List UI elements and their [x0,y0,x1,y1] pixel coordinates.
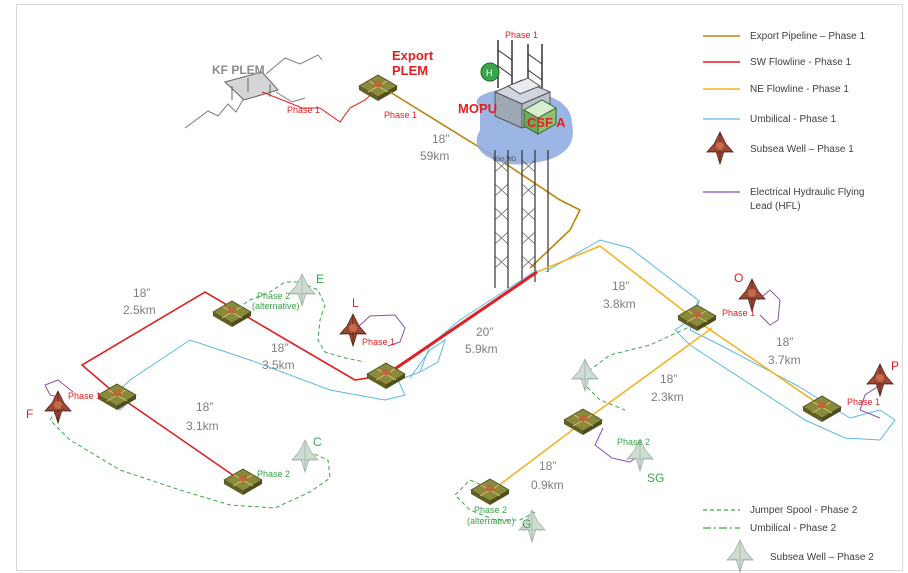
legend-umbilical2-label: Umbilical - Phase 2 [750,523,837,534]
manifold-g-alt-label: (alternative) [467,516,515,526]
ne-main-length-label: 3.8km [603,297,636,311]
sw-mid-length-label: 3.5km [262,358,295,372]
sw-bottom-length-label: 3.1km [186,419,219,433]
ne-p-size-label: 18” [776,335,793,349]
well-g-label: G [522,517,531,531]
ne-sg-size-label: 18” [660,372,677,386]
well-l-phase-label: Phase 1 [362,337,395,347]
sw-top-length-label: 2.5km [123,303,156,317]
well-f-label: F [26,407,33,421]
legend-well1-label: Subsea Well – Phase 1 [750,144,854,155]
svg-text:H: H [486,68,493,78]
legend: Export Pipeline – Phase 1 SW Flowline - … [703,31,874,573]
sw-main-length-label: 5.9km [465,342,498,356]
ne-sg-length-label: 2.3km [651,390,684,404]
well-p-label: P [891,359,899,373]
legend-hfl-label-1: Electrical Hydraulic Flying [750,187,864,198]
subsea-well-brown-icon [706,131,734,165]
manifold-c-phase-label: Phase 2 [257,469,290,479]
well-f-phase-label: Phase 1 [68,391,101,401]
manifold-g-phase-label: Phase 2 [474,505,507,515]
legend-export-label: Export Pipeline – Phase 1 [750,31,866,42]
export-plem-label-2: PLEM [392,63,428,78]
kf-tie-in-phase-label: Phase 1 [287,105,320,115]
legend-jumper-label: Jumper Spool - Phase 2 [750,505,858,516]
legend-sw-label: SW Flowline - Phase 1 [750,57,852,68]
sw-top-size-label: 18” [133,286,150,300]
kf-tie-in-line [261,87,379,123]
export-size-label: 18” [432,132,449,146]
kf-plem-label: KF PLEM [212,63,265,77]
sw-main-size-label: 20” [476,325,493,339]
subsea-well-green-icon [571,358,599,392]
export-length-label: 59km [420,149,449,163]
sw-mid-size-label: 18” [271,341,288,355]
water-depth-label: 90m WD [493,157,517,163]
well-o-label: O [734,271,743,285]
ne-main-size-label: 18” [612,279,629,293]
manifold-ne-hub [677,304,717,332]
legend-hfl-label-2: Lead (HFL) [750,201,801,212]
well-e-label: E [316,272,324,286]
export-plem-phase-label: Phase 1 [384,110,417,120]
ne-g-length-label: 0.9km [531,478,564,492]
manifold-e-phase-label: Phase 2 [257,291,290,301]
well-o-phase-label: Phase 1 [722,308,755,318]
ne-flowline-main [536,245,821,406]
subsea-well-green-icon [726,539,754,573]
legend-umbilical-label: Umbilical - Phase 1 [750,114,837,125]
legend-ne-label: NE Flowline - Phase 1 [750,84,849,95]
manifold-e-alt [212,300,252,328]
mopu-platform: H [476,40,573,288]
ne-flowline-south [489,327,713,493]
csf-label: CSF A [527,115,566,130]
mopu-label: MOPU [458,101,497,116]
manifold-e-alt-label: (alternative) [252,301,300,311]
legend-well2-label: Subsea Well – Phase 2 [770,552,874,563]
diagram-frame [16,4,903,571]
umbilical-phase1-west [109,269,538,411]
well-l-label: L [352,296,359,310]
export-plem-label-1: Export [392,48,434,63]
well-p-phase-label: Phase 1 [847,397,880,407]
umbilical-phase1-main [544,239,896,441]
well-c-label: C [313,435,322,449]
sw-bottom-size-label: 18” [196,400,213,414]
manifold-p [802,395,842,423]
jumper-spool-lines [49,281,701,521]
umbilical-phase1-loop [409,338,446,379]
sw-flowline-main [385,270,538,377]
ne-g-size-label: 18” [539,459,556,473]
manifold-sg-phase-label: Phase 2 [617,437,650,447]
hfl-lines [44,289,881,463]
manifold-f [97,383,137,411]
well-sg-label: SG [647,471,664,485]
ne-p-length-label: 3.7km [768,353,801,367]
mopu-phase-label: Phase 1 [505,30,538,40]
export-plem-manifold [358,74,398,102]
